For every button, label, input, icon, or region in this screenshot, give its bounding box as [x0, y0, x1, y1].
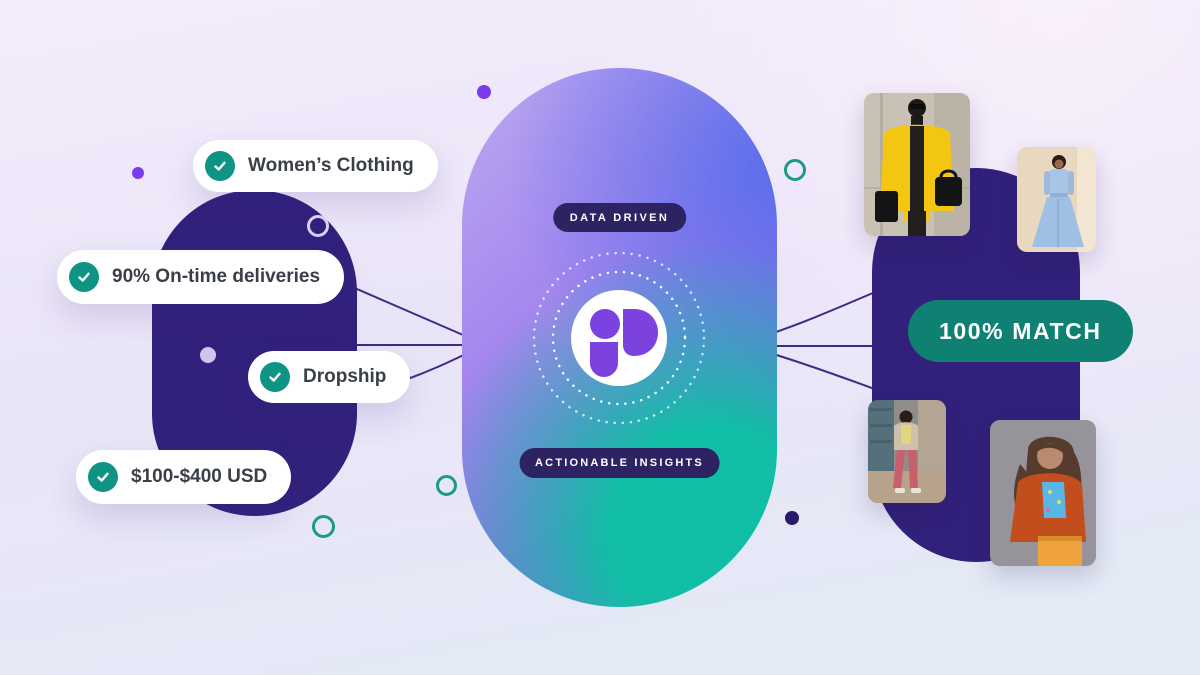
fashion-photo-cardigan — [990, 420, 1096, 566]
criteria-chip-dropship: Dropship — [248, 351, 411, 403]
brand-logo — [519, 238, 719, 438]
inner-dotted-ring — [551, 270, 687, 406]
connector-right-top — [769, 289, 881, 335]
check-icon — [69, 262, 99, 292]
fashion-photo-street — [868, 400, 946, 503]
teal-ring-dot — [312, 515, 335, 538]
indigo-dot — [785, 511, 799, 525]
connector-left-bottom — [404, 351, 471, 381]
match-badge: 100% MATCH — [908, 300, 1133, 362]
chip-label: 90% On-time deliveries — [112, 266, 321, 287]
data-driven-badge: DATA DRIVEN — [552, 203, 687, 232]
outer-dotted-ring — [532, 251, 706, 425]
fashion-photo-yellow-coat — [864, 93, 970, 236]
check-icon — [88, 462, 118, 492]
criteria-chip-womens-clothing: Women’s Clothing — [193, 140, 438, 192]
actionable-insights-badge: ACTIONABLE INSIGHTS — [519, 448, 720, 478]
fashion-photo-denim — [1017, 147, 1096, 252]
lavender-ring-dot — [307, 215, 329, 237]
check-icon — [205, 151, 235, 181]
purple-dot — [477, 85, 491, 99]
chip-label: $100-$400 USD — [131, 466, 268, 487]
chip-label: Women’s Clothing — [248, 155, 414, 176]
check-icon — [260, 362, 290, 392]
purple-dot — [132, 167, 144, 179]
criteria-chip-price-range: $100-$400 USD — [76, 450, 292, 504]
chip-label: Dropship — [303, 366, 387, 387]
connector-right-bottom — [769, 352, 881, 392]
lavender-dot — [200, 347, 216, 363]
teal-ring-dot — [436, 475, 457, 496]
criteria-chip-on-time-deliveries: 90% On-time deliveries — [57, 250, 345, 304]
teal-ring-dot — [784, 159, 806, 181]
engine-capsule: DATA DRIVEN ACTIONABLE INSIGHTS — [462, 68, 777, 607]
connector-left-top — [349, 285, 471, 339]
logo-glyph — [590, 309, 658, 377]
